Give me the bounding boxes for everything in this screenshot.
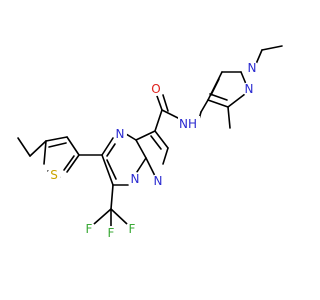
atom-s-thiophene: S	[47, 168, 61, 182]
atom-o-carbonyl: O	[149, 82, 163, 96]
atom-f-right: F	[125, 222, 139, 236]
bond	[17, 137, 31, 157]
atom-label: N	[116, 127, 125, 141]
atom-n-pyrazole: N	[151, 174, 165, 188]
bond	[135, 139, 147, 159]
bond	[125, 133, 137, 141]
atom-n-bridge: N	[128, 172, 142, 186]
bond	[227, 93, 246, 108]
bond	[200, 99, 209, 113]
bond	[106, 143, 116, 157]
bond	[209, 93, 228, 101]
atom-f-bottom: F	[104, 226, 118, 240]
atom-label: N	[248, 61, 257, 75]
atom-label: S	[50, 168, 58, 182]
bond	[101, 137, 114, 156]
bond	[227, 106, 231, 129]
bond	[43, 140, 47, 165]
atom-labels: N N N NH O S F F	[47, 61, 259, 240]
bond	[101, 154, 114, 186]
bond	[154, 130, 169, 149]
bond	[93, 208, 112, 225]
bond	[162, 94, 169, 112]
atom-label: N	[154, 174, 163, 188]
bond	[66, 154, 80, 173]
bond	[154, 109, 163, 132]
bond	[145, 157, 156, 177]
bond	[207, 99, 229, 108]
bond	[110, 208, 128, 225]
atom-n-pyrimidine: N	[113, 127, 127, 141]
bond-lines	[17, 45, 283, 227]
atom-label: NH	[179, 117, 197, 131]
bond	[66, 136, 80, 156]
bond	[210, 78, 220, 96]
atom-n-pyrazole2-b: N	[245, 61, 259, 75]
bond	[261, 45, 283, 51]
bond	[106, 159, 117, 180]
atom-label: N	[131, 172, 140, 186]
atom-f-left: F	[82, 222, 96, 236]
bond	[135, 130, 156, 141]
bond	[110, 184, 114, 210]
bond	[63, 155, 75, 171]
atom-label: F	[86, 222, 93, 236]
atom-label: O	[151, 82, 160, 96]
bond	[162, 147, 169, 165]
bond	[29, 140, 47, 157]
atom-n-pyrazole2-a: N	[242, 82, 256, 96]
atom-label: N	[245, 82, 254, 96]
bond	[161, 109, 179, 119]
bond	[156, 95, 163, 111]
atom-nh-amide: NH	[178, 116, 200, 132]
bond	[45, 136, 68, 142]
molecule-structure: N N N NH O S F F	[17, 45, 283, 240]
bond	[240, 71, 247, 85]
atom-label: F	[108, 226, 115, 240]
bond	[134, 157, 147, 176]
bond	[150, 135, 162, 150]
bond	[48, 142, 67, 148]
atom-label: F	[129, 222, 136, 236]
